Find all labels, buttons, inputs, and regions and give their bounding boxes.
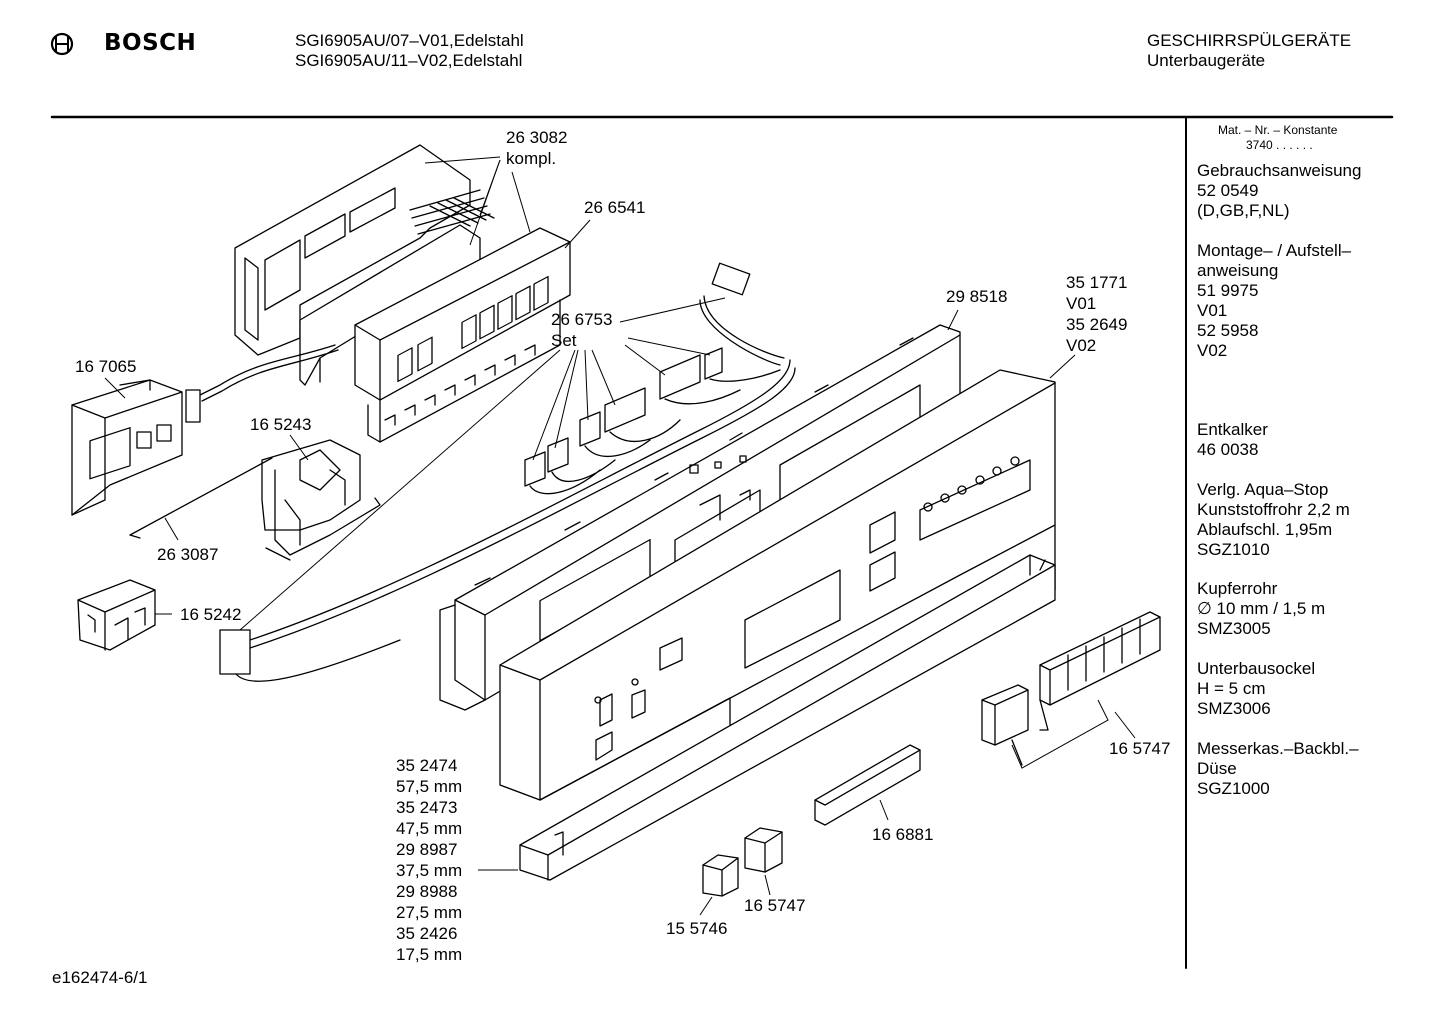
sidebar-block-entkalker: Entkalker 46 0038 — [1197, 420, 1268, 460]
bosch-logo-icon — [50, 32, 74, 56]
rod-263087 — [129, 457, 273, 536]
connector-165242 — [77, 579, 156, 651]
label-part-263087: 26 3087 — [157, 545, 219, 564]
sidebar-text: 51 9975 — [1197, 281, 1259, 300]
category-subtitle: Unterbaugeräte — [1147, 51, 1266, 70]
mat-nr-label: Mat. – Nr. – Konstante — [1218, 123, 1338, 137]
label-part-165242: 16 5242 — [180, 605, 242, 624]
button-cells — [397, 275, 549, 383]
part-number: 35 2649 — [1066, 315, 1128, 334]
sidebar-block-gebrauchsanweisung: Gebrauchsanweisung 52 0549 (D,GB,F,NL) — [1197, 161, 1361, 221]
category-title: GESCHIRRSPÜLGERÄTE — [1147, 31, 1352, 50]
part-number: 35 2473 — [396, 798, 458, 817]
sidebar-text: SGZ1010 — [1197, 540, 1270, 559]
cable-bundle-266753 — [219, 262, 796, 682]
size-value: 27,5 mm — [396, 903, 463, 922]
label-part-266541: 26 6541 — [584, 198, 646, 217]
sidebar-text: (D,GB,F,NL) — [1197, 201, 1290, 220]
bracket-165243 — [261, 439, 381, 561]
sidebar-text: V01 — [1197, 301, 1228, 320]
label-part-165243: 16 5243 — [250, 415, 312, 434]
part-number: 29 8988 — [396, 882, 458, 901]
strip-166881 — [814, 744, 921, 826]
label-part-165747-right: 16 5747 — [1109, 739, 1171, 758]
sidebar-block-aqua-stop: Verlg. Aqua–Stop Kunststoffrohr 2,2 m Ab… — [1197, 480, 1350, 560]
part-number: 35 2426 — [396, 924, 458, 943]
model-line-1: SGI6905AU/07–V01,Edelstahl — [295, 31, 524, 50]
sidebar-text: Messerkas.–Backbl.– — [1197, 739, 1359, 758]
sidebar-text: 52 0549 — [1197, 181, 1259, 200]
sidebar-text: ∅ 10 mm / 1,5 m — [1197, 599, 1326, 618]
sidebar-text: 52 5958 — [1197, 321, 1259, 340]
part-number: 35 2474 — [396, 756, 458, 775]
part-note: Set — [551, 331, 577, 350]
mat-nr-value: 3740 . . . . . . — [1246, 138, 1313, 152]
size-value: 37,5 mm — [396, 861, 463, 880]
sidebar-text: Montage– / Aufstell– — [1197, 241, 1352, 260]
sidebar-text: anweisung — [1197, 261, 1279, 280]
size-value: 47,5 mm — [396, 819, 463, 838]
sidebar-block-montage: Montage– / Aufstell– anweisung 51 9975 V… — [1197, 241, 1351, 361]
label-part-298518: 29 8518 — [946, 287, 1008, 306]
bottom-strip — [519, 554, 1056, 881]
sidebar-text: Verlg. Aqua–Stop — [1197, 480, 1329, 499]
leader-lines — [104, 156, 1136, 916]
label-part-266753: 26 6753 Set — [551, 309, 612, 351]
sidebar-text: Ablaufschl. 1,95m — [1197, 520, 1333, 539]
sidebar-text: Kupferrohr — [1197, 579, 1278, 598]
part-number: 26 3082 — [506, 128, 568, 147]
part-note: kompl. — [506, 149, 557, 168]
display-module-167065 — [71, 379, 183, 516]
sidebar-text: Kunststoffrohr 2,2 m — [1197, 500, 1350, 519]
sidebar-text: H = 5 cm — [1197, 679, 1266, 698]
label-part-166881: 16 6881 — [872, 825, 934, 844]
sidebar-block-kupferrohr: Kupferrohr ∅ 10 mm / 1,5 m SMZ3005 — [1197, 579, 1325, 639]
label-part-167065: 16 7065 — [75, 357, 137, 376]
sidebar-text: Entkalker — [1197, 420, 1268, 439]
label-part-263082: 26 3082 kompl. — [506, 127, 567, 169]
buttons-right — [981, 611, 1161, 766]
label-part-155746: 15 5746 — [666, 919, 728, 938]
brand-name: BOSCH — [104, 30, 197, 56]
part-number: 35 1771 — [1066, 273, 1128, 292]
sidebar-text: Unterbausockel — [1197, 659, 1316, 678]
label-size-list: 35 2474 57,5 mm 35 2473 47,5 mm 29 8987 … — [396, 755, 462, 965]
sidebar-text: 46 0038 — [1197, 440, 1259, 459]
part-note: V02 — [1066, 336, 1097, 355]
size-value: 17,5 mm — [396, 945, 463, 964]
model-line-2: SGI6905AU/11–V02,Edelstahl — [295, 51, 523, 70]
sidebar-text: SGZ1000 — [1197, 779, 1270, 798]
sidebar-text: SMZ3005 — [1197, 619, 1271, 638]
label-part-351771: 35 1771 V01 35 2649 V02 — [1066, 272, 1127, 356]
document-id: e162474-6/1 — [52, 968, 148, 987]
control-module-housing — [185, 144, 571, 443]
part-number: 26 6753 — [551, 310, 613, 329]
part-number: 29 8987 — [396, 840, 458, 859]
label-part-165747-bottom: 16 5747 — [744, 896, 806, 915]
sidebar-block-unterbausockel: Unterbausockel H = 5 cm SMZ3006 — [1197, 659, 1315, 719]
part-note: V01 — [1066, 294, 1097, 313]
sidebar-text: Gebrauchsanweisung — [1197, 161, 1362, 180]
sidebar-text: Düse — [1197, 759, 1237, 778]
buttons-bottom — [702, 827, 783, 897]
sidebar-text: V02 — [1197, 341, 1228, 360]
outer-fascia-351771 — [499, 369, 1056, 801]
size-value: 57,5 mm — [396, 777, 463, 796]
sidebar-block-messerkasten: Messerkas.–Backbl.– Düse SGZ1000 — [1197, 739, 1359, 799]
sidebar-text: SMZ3006 — [1197, 699, 1271, 718]
